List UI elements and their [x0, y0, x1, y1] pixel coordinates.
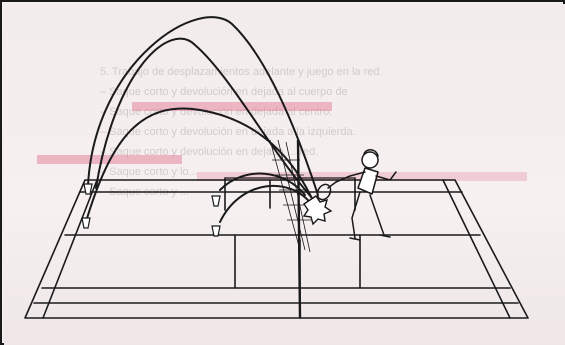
- bleed-line-2: – Saque corto y devolución en dejada al …: [100, 106, 333, 118]
- court-sideline-left-inner: [42, 179, 98, 319]
- court-sideline-right-inner: [442, 179, 511, 319]
- net-pole: [296, 139, 302, 319]
- trajectory-high-arc: [87, 16, 319, 196]
- shuttlecock-icon: [211, 225, 221, 237]
- player-leg-front: [351, 191, 361, 239]
- bleed-line-4: – Saque corto y devolución en dejada ...…: [100, 146, 319, 158]
- player-figure: [316, 149, 397, 241]
- shuttlecock-icon: [211, 195, 221, 207]
- trajectory-short-arc: [219, 172, 306, 196]
- player-torso: [357, 167, 379, 195]
- player-arm-racket: [335, 171, 366, 183]
- bleed-line-3: – Saque corto y devolución en dejada a l…: [100, 126, 356, 138]
- highlight-band-1: [132, 102, 332, 111]
- shuttlecock-icon: [81, 217, 91, 229]
- player-leg-back: [369, 194, 385, 236]
- player-head: [361, 151, 379, 169]
- bleed-heading: 5. Trabajo de desplazamientos adelante y…: [100, 66, 383, 78]
- impact-burst-icon: [302, 195, 333, 226]
- player-arm-back: [375, 171, 397, 181]
- bleed-line-5: – Saque corto y lo...: [100, 166, 198, 178]
- court-outline: [24, 179, 529, 319]
- bleed-line-1: – Saque corto y devolución en dejada al …: [100, 86, 348, 98]
- trajectory-drop-arc: [219, 184, 313, 223]
- trajectory-low-arc: [84, 107, 316, 226]
- shuttlecock-icon: [83, 183, 93, 195]
